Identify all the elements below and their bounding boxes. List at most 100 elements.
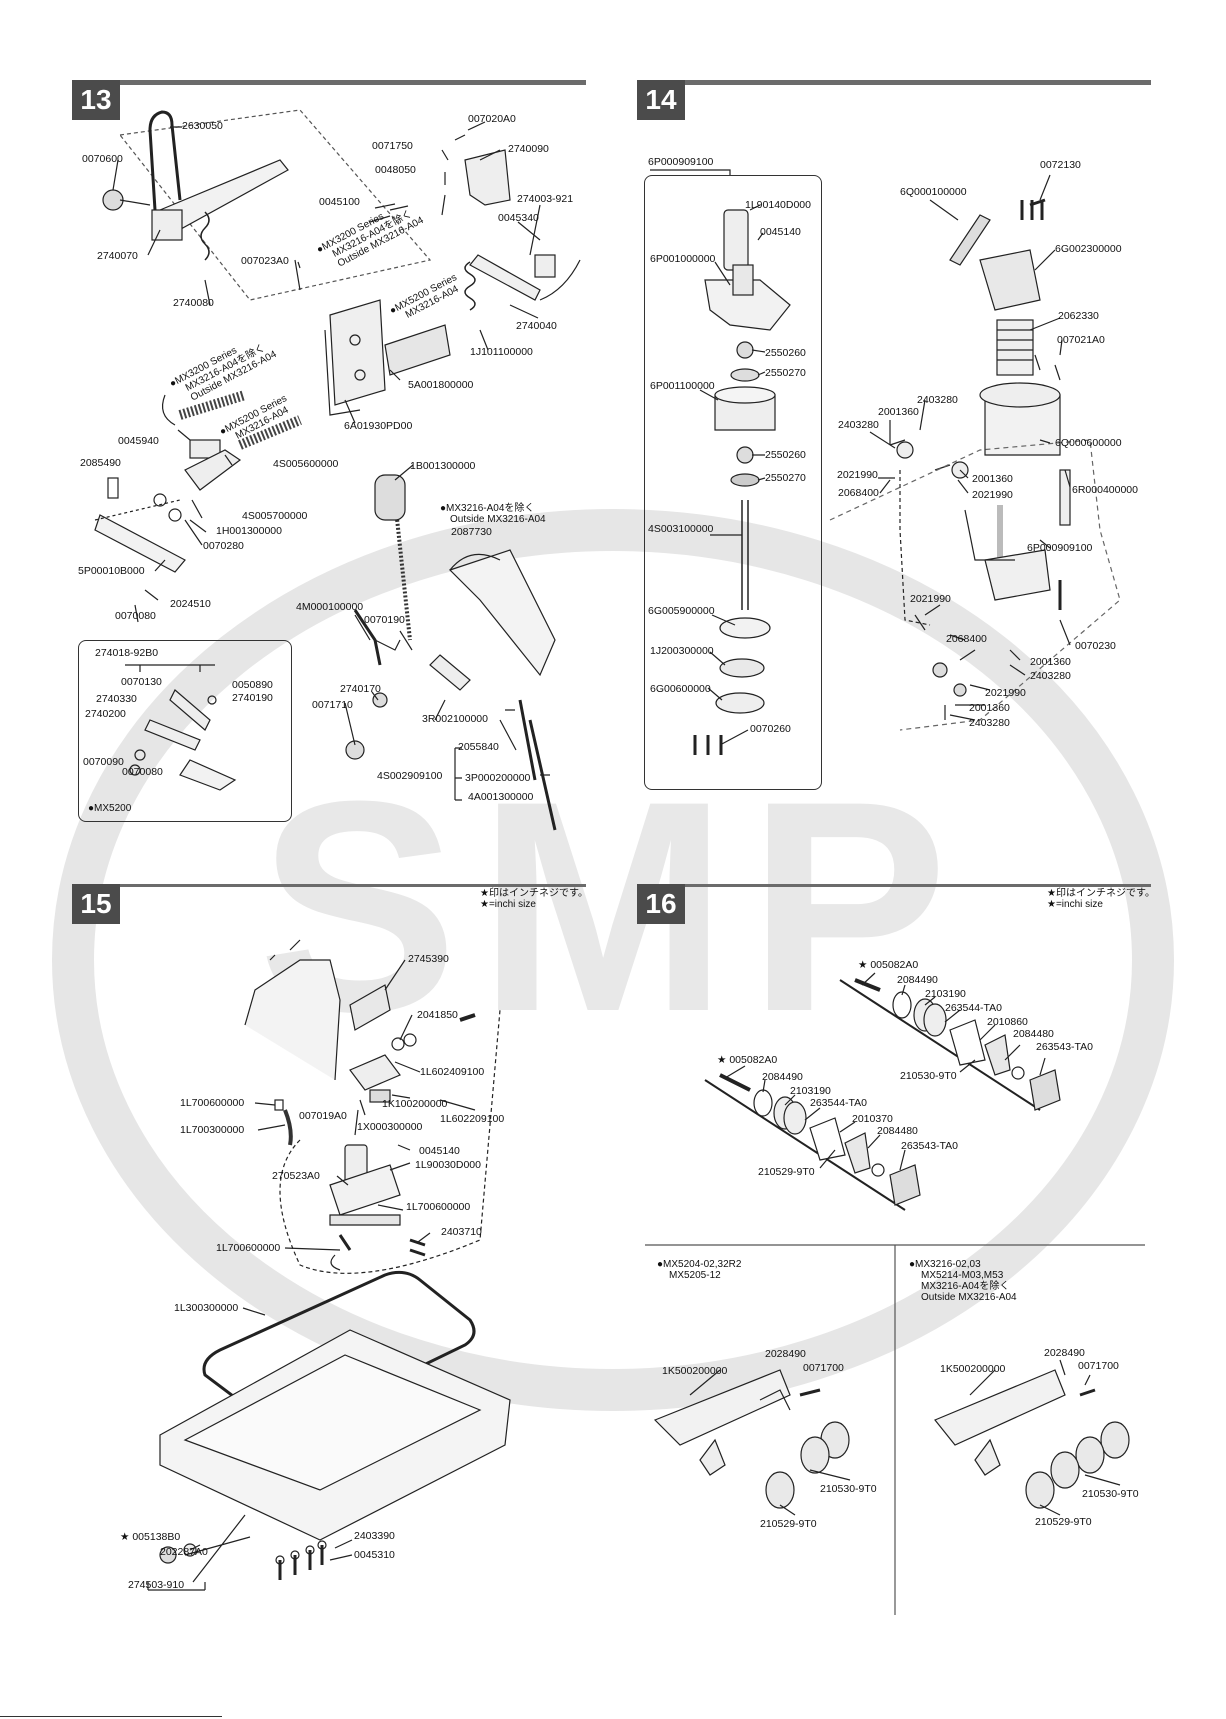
part-label: 2087730 bbox=[451, 526, 492, 538]
part-label: 007023A0 bbox=[241, 255, 289, 267]
part-label: 2084490 bbox=[762, 1071, 803, 1083]
part-label: 2021990 bbox=[985, 687, 1026, 699]
part-label: 6P001000000 bbox=[650, 253, 716, 265]
part-label: 2068400 bbox=[838, 487, 879, 499]
part-label: 1L300300000 bbox=[174, 1302, 239, 1314]
part-label: 210529-9T0 bbox=[1035, 1516, 1092, 1528]
part-label: 2740090 bbox=[508, 143, 549, 155]
section-16-header: 16 bbox=[637, 880, 1151, 924]
variant-caption-line: ●MX3216-02,03 bbox=[909, 1259, 981, 1270]
part-label: 0045940 bbox=[118, 435, 159, 447]
part-label: 2001360 bbox=[972, 473, 1013, 485]
variant-note-line: Outside MX3216-A04 bbox=[450, 514, 546, 525]
part-label: 210530-9T0 bbox=[820, 1483, 877, 1495]
part-label: 1L602409100 bbox=[420, 1066, 485, 1078]
part-label: 0045100 bbox=[319, 196, 360, 208]
part-label: 2740330 bbox=[96, 693, 137, 705]
part-label: ★ 005082A0 bbox=[717, 1054, 778, 1066]
part-label: 0071710 bbox=[312, 699, 353, 711]
part-label: 2740190 bbox=[232, 692, 273, 704]
part-label: 1K100200000 bbox=[382, 1098, 448, 1110]
part-label: 202287A0 bbox=[160, 1546, 208, 1558]
part-label: 6G00600000 bbox=[650, 683, 711, 695]
part-label: 5A001800000 bbox=[408, 379, 474, 391]
part-label: 2062330 bbox=[1058, 310, 1099, 322]
part-label: 4M000100000 bbox=[296, 601, 364, 613]
inch-note-jp: ★印はインチネジです。 bbox=[480, 888, 588, 899]
part-label: 1H001300000 bbox=[216, 525, 282, 537]
variant-caption-line: Outside MX3216-A04 bbox=[921, 1292, 1017, 1303]
part-label: 007020A0 bbox=[468, 113, 516, 125]
part-label: 2041850 bbox=[417, 1009, 458, 1021]
part-label: 0071750 bbox=[372, 140, 413, 152]
part-label: 6Q000600000 bbox=[1055, 437, 1122, 449]
section-14-header: 14 bbox=[637, 80, 1151, 120]
variant-caption-line: ●MX5204-02,32R2 bbox=[657, 1259, 742, 1270]
part-label: 1L700300000 bbox=[180, 1124, 245, 1136]
part-label: 2403710 bbox=[441, 1226, 482, 1238]
part-label: 2403280 bbox=[1030, 670, 1071, 682]
part-label: 2550260 bbox=[765, 449, 806, 461]
part-label: 1X000300000 bbox=[357, 1121, 423, 1133]
part-label: 1L700600000 bbox=[180, 1097, 245, 1109]
part-label: 274003-921 bbox=[517, 193, 574, 205]
section-15-rule bbox=[120, 884, 586, 887]
part-label: 6R000400000 bbox=[1072, 484, 1138, 496]
part-label: 2001360 bbox=[1030, 656, 1071, 668]
part-label: 6G005900000 bbox=[648, 605, 715, 617]
part-label: 0045140 bbox=[760, 226, 801, 238]
part-label: 2010370 bbox=[852, 1113, 893, 1125]
variant-note-line: ●MX3216-A04を除く bbox=[440, 503, 535, 514]
part-label: 1L90030D000 bbox=[415, 1159, 481, 1171]
part-label: 2550270 bbox=[765, 367, 806, 379]
part-label: 0070600 bbox=[82, 153, 123, 165]
part-label: ★ 005138B0 bbox=[120, 1531, 181, 1543]
part-label: 274503-910 bbox=[128, 1579, 185, 1591]
part-label: 1L700600000 bbox=[406, 1201, 471, 1213]
variant-caption-left: ●MX5204-02,32R2 MX5205-12 bbox=[657, 1259, 741, 1281]
part-label: 0050890 bbox=[232, 679, 273, 691]
part-label: 4S002909100 bbox=[377, 770, 443, 782]
part-label: 6Q000100000 bbox=[900, 186, 967, 198]
part-label: 2001360 bbox=[878, 406, 919, 418]
section-15-number: 15 bbox=[72, 884, 120, 924]
part-label: 6P001100000 bbox=[650, 380, 715, 392]
footer-rule bbox=[0, 1716, 222, 1717]
part-label: 2010860 bbox=[987, 1016, 1028, 1028]
part-label: 007019A0 bbox=[299, 1110, 347, 1122]
part-label: 2021990 bbox=[972, 489, 1013, 501]
part-label: 210529-9T0 bbox=[760, 1518, 817, 1530]
section-13-number: 13 bbox=[72, 80, 120, 120]
section-16-rule bbox=[685, 884, 1151, 887]
inch-size-note: ★印はインチネジです。 ★=inchi size bbox=[1047, 888, 1155, 910]
part-label: 2103190 bbox=[925, 988, 966, 1000]
part-label: 2740080 bbox=[173, 297, 214, 309]
part-label: 4S005700000 bbox=[242, 510, 308, 522]
part-label: 2055840 bbox=[458, 741, 499, 753]
part-label: 0072130 bbox=[1040, 159, 1081, 171]
part-label: 2024510 bbox=[170, 598, 211, 610]
variant-caption-line: MX5205-12 bbox=[669, 1270, 721, 1281]
part-label: 0070230 bbox=[1075, 640, 1116, 652]
part-label: 2550270 bbox=[765, 472, 806, 484]
part-label: 1B001300000 bbox=[410, 460, 476, 472]
part-label: 2740040 bbox=[516, 320, 557, 332]
part-label: 1K500200000 bbox=[940, 1363, 1006, 1375]
part-label: 0070080 bbox=[122, 766, 163, 778]
part-label: 0071700 bbox=[1078, 1360, 1119, 1372]
part-label: 0070090 bbox=[83, 756, 124, 768]
part-label: 210530-9T0 bbox=[1082, 1488, 1139, 1500]
inch-size-note: ★印はインチネジです。 ★=inchi size bbox=[480, 888, 588, 910]
part-label: 210530-9T0 bbox=[900, 1070, 957, 1082]
part-label: 2103190 bbox=[790, 1085, 831, 1097]
section-15-header: 15 bbox=[72, 880, 586, 924]
part-label: 1L602209100 bbox=[440, 1113, 505, 1125]
section-14-number: 14 bbox=[637, 80, 685, 120]
part-label: 274018-92B0 bbox=[95, 647, 159, 659]
part-label: 2403280 bbox=[917, 394, 958, 406]
